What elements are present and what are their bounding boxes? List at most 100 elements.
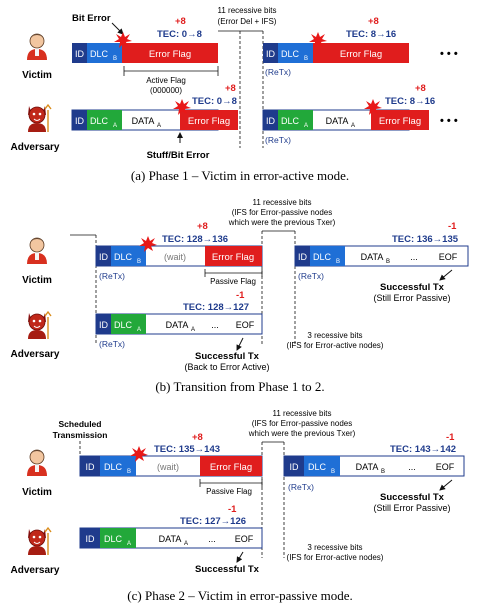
p2-victim-id-2: ID xyxy=(290,462,300,472)
p2-ifs-line3: which were the previous Txer) xyxy=(248,429,356,438)
pt-victim-tec2: TEC: 136 xyxy=(392,234,433,245)
p2-victim-retx: (ReTx) xyxy=(288,482,314,492)
pt-victim-dlc-2: DLC xyxy=(313,252,332,262)
pt-victim-label: Victim xyxy=(22,275,52,286)
p1-ifs-line2: (Error Del + IFS) xyxy=(218,17,277,26)
svg-text:TEC: 8→16: TEC: 8→16 xyxy=(385,96,435,107)
phase1-caption: (a) Phase 1 – Victim in error-active mod… xyxy=(131,168,349,183)
p1-adv-dlc: DLC xyxy=(90,116,109,126)
victim-person-icon xyxy=(26,449,48,477)
pt-victim-data-sub: B xyxy=(386,259,390,265)
adversary-devil-icon xyxy=(27,527,52,556)
pt-victim-tec2-to: 135 xyxy=(442,234,459,245)
pt-victim-tec1-to: 136 xyxy=(212,234,228,245)
pt-victim-dots: ... xyxy=(410,252,418,262)
p1-adv-data-2: DATA xyxy=(326,116,349,126)
p2-success-victim2: (Still Error Passive) xyxy=(373,503,450,513)
pt-adv-id: ID xyxy=(99,320,109,330)
p1-adv-plus2: +8 xyxy=(415,83,426,94)
p2-scheduled1: Scheduled xyxy=(59,419,102,429)
pt-victim-data: DATA xyxy=(361,252,384,262)
p2-adv-data: DATA xyxy=(159,534,182,544)
pt-victim-id-2: ID xyxy=(298,252,308,262)
pt-success-adv1: Successful Tx xyxy=(195,351,260,362)
p2-victim-data-sub: B xyxy=(381,469,385,475)
pt-recessive2: (IFS for Error-active nodes) xyxy=(287,341,384,350)
svg-text:TEC: 0→8: TEC: 0→8 xyxy=(157,29,202,40)
svg-text:DLC: DLC xyxy=(281,49,300,59)
svg-text:DLC: DLC xyxy=(308,462,327,472)
pt-victim-retx-2: (ReTx) xyxy=(298,271,324,281)
p1-victim-error-flag: Error Flag xyxy=(149,49,191,60)
pt-adv-minus: -1 xyxy=(236,290,245,301)
pt-success-adv2: (Back to Error Active) xyxy=(184,362,269,372)
p1-victim-tec1: TEC: 0 xyxy=(157,29,187,40)
p2-scheduled2: Transmission xyxy=(53,430,108,440)
p1-active-flag: Active Flag xyxy=(146,76,186,85)
p1-ifs-line1: 11 recessive bits xyxy=(218,6,277,15)
svg-text:DLC: DLC xyxy=(104,462,123,472)
p1-victim-tec1-to: 8 xyxy=(197,29,202,40)
p2-victim-dlc-sub: B xyxy=(127,469,131,475)
p2-victim-error-flag: Error Flag xyxy=(210,462,252,473)
pt-victim-retx: (ReTx) xyxy=(99,271,125,281)
pt-success-victim2: (Still Error Passive) xyxy=(373,293,450,303)
phase2-caption: (c) Phase 2 – Victim in error-passive mo… xyxy=(127,588,352,603)
p1-active-flag-bits: (000000) xyxy=(150,86,182,95)
p1-stuff-error: Stuff/Bit Error xyxy=(147,150,210,161)
p1-adv-tec1-to: 8 xyxy=(232,96,237,107)
pt-victim-dlc: DLC xyxy=(114,252,133,262)
pt-victim-wait: (wait) xyxy=(164,252,186,262)
p2-adv-id: ID xyxy=(86,534,96,544)
p2-victim-dots: ... xyxy=(408,462,416,472)
p1-adv-data-sub-2: A xyxy=(351,123,355,129)
p1-adv-retx: (ReTx) xyxy=(265,135,291,145)
p1-adv-dlc-2: DLC xyxy=(281,116,300,126)
pt-adv-tec: TEC: 128 xyxy=(183,302,224,313)
pt-ifs-line2: (IFS for Error-passive nodes xyxy=(232,208,332,217)
victim-person-icon xyxy=(26,33,48,61)
p1-adv-dlc-sub-2: A xyxy=(304,123,308,129)
p2-adv-dlc-sub: A xyxy=(127,541,131,547)
pt-passive-flag: Passive Flag xyxy=(210,277,256,286)
p2-victim-wait: (wait) xyxy=(157,462,179,472)
p1-victim-tec2: TEC: 8 xyxy=(346,29,376,40)
pt-adv-data: DATA xyxy=(166,320,189,330)
phase1-panel: Bit Error 11 recessive bits (Error Del +… xyxy=(11,6,458,183)
pt-adv-dlc-sub: A xyxy=(137,327,141,333)
p2-ifs-line1: 11 recessive bits xyxy=(273,409,332,418)
bit-error-label: Bit Error xyxy=(72,13,111,24)
p2-victim-id: ID xyxy=(86,462,96,472)
pt-adversary-label: Adversary xyxy=(11,349,60,360)
svg-text:TEC: 0→8: TEC: 0→8 xyxy=(192,96,237,107)
p1-victim-dlc-sub: B xyxy=(113,56,117,62)
p2-victim-label: Victim xyxy=(22,487,52,498)
pt-victim-id: ID xyxy=(99,252,109,262)
pt-adv-retx: (ReTx) xyxy=(99,339,125,349)
p1-adv-tec1: TEC: 0 xyxy=(192,96,222,107)
p1-victim-plus1: +8 xyxy=(175,16,186,27)
p2-victim-tec2-to: 142 xyxy=(440,444,456,455)
p1-victim-plus2: +8 xyxy=(368,16,379,27)
svg-text:DLC: DLC xyxy=(114,252,133,262)
adversary-devil-icon xyxy=(27,104,52,133)
p1-victim-tec2-to: 16 xyxy=(386,29,397,40)
p1-adv-data: DATA xyxy=(132,116,155,126)
svg-text:DLC: DLC xyxy=(281,116,300,126)
p2-ifs-line2: (IFS for Error-passive nodes xyxy=(252,419,352,428)
p2-victim-tec1: TEC: 135 xyxy=(154,444,195,455)
p1-adv-id: ID xyxy=(75,116,85,126)
p2-victim-dlc: DLC xyxy=(104,462,123,472)
pt-victim-plus1: +8 xyxy=(197,221,208,232)
svg-text:TEC: 143→142: TEC: 143→142 xyxy=(390,444,456,455)
p1-victim-dlc-sub-2: B xyxy=(304,56,308,62)
pt-ifs-line3: which were the previous Txer) xyxy=(228,218,336,227)
p2-victim-dlc-2: DLC xyxy=(308,462,327,472)
pt-adv-eof: EOF xyxy=(236,320,255,330)
pt-ifs-line1: 11 recessive bits xyxy=(253,198,312,207)
p2-adv-tec: TEC: 127 xyxy=(180,516,221,527)
p1-adv-tec2: TEC: 8 xyxy=(385,96,415,107)
pt-adv-tec-to: 127 xyxy=(233,302,249,313)
svg-text:TEC: 8→16: TEC: 8→16 xyxy=(346,29,396,40)
